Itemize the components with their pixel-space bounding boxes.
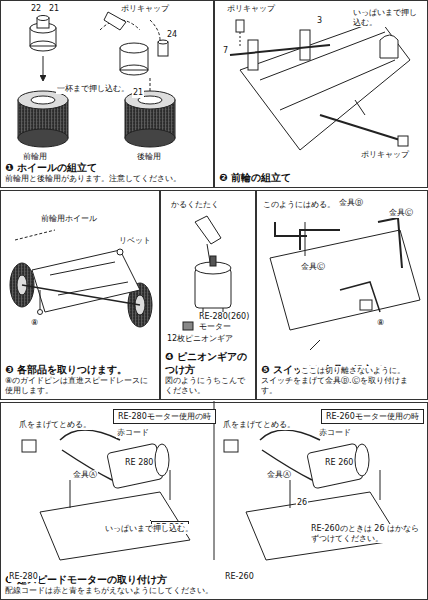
step-title: ❸ 各部品を取りつけます。: [5, 364, 155, 377]
callout-label: ポリキャップ: [360, 150, 410, 160]
callout-label: リベット: [118, 236, 152, 246]
tag-box: RE-260モーター使用の時: [321, 409, 424, 424]
callout-label: 金具Ⓐ: [266, 470, 292, 480]
callout-label: 3: [316, 16, 323, 26]
callout-label: RE-260: [224, 572, 255, 582]
step-title: ❹ ピニオンギアのつけ方: [165, 351, 251, 376]
callout-label: 後輪用: [136, 152, 162, 162]
callout-label: 爪をまげてとめる。: [222, 420, 296, 430]
callout-label: ここは切り離さないように。: [300, 366, 406, 376]
step-caption: ❻ 超スピードモーターの取り付け方配線コードは赤と青をまちがえないようにしてくだ…: [5, 574, 423, 597]
tag-box: RE-280モーター使用の時: [113, 409, 216, 424]
step-panel: ❻ 超スピードモーターの取り付け方配線コードは赤と青をまちがえないようにしてくだ…: [0, 402, 428, 600]
callout-label: 一杯まで押し込む。: [56, 84, 130, 94]
callout-label: RE 260: [324, 458, 354, 468]
step-note: 配線コードは赤と青をまちがえないようにしてください。: [5, 586, 423, 596]
step-caption: ❸ 各部品を取りつけます。⑧のガイドピンは直進スピードレースに使用します。: [5, 364, 155, 397]
step-note: 図のようにうちこんでください。: [165, 376, 251, 396]
step-panel: ❷ 前輪の組立て: [214, 0, 428, 188]
callout-label: 金具Ⓐ: [72, 470, 98, 480]
step-title: ❶ ホイールの組立て: [5, 162, 209, 175]
callout-label: 赤コード: [318, 428, 352, 438]
tag-text: RE-260モーター使用の時: [326, 412, 419, 421]
callout-label: 7: [222, 46, 229, 56]
callout-label: 22: [30, 4, 42, 14]
step-caption: ❷ 前輪の組立て: [219, 172, 423, 185]
callout-label: いっぱいまで押し込む。: [104, 524, 194, 534]
step-note: ⑧のガイドピンは直進スピードレースに使用します。: [5, 376, 155, 396]
callout-label: 金具Ⓒ: [388, 208, 414, 218]
callout-label: RE-280: [8, 572, 39, 582]
callout-label: 爪をまげてとめる。: [18, 420, 92, 430]
callout-label: 26: [296, 498, 308, 508]
step-caption: ❹ ピニオンギアのつけ方図のようにうちこんでください。: [165, 351, 251, 396]
callout-label: 12枚ピニオンギア: [166, 334, 234, 344]
callout-label: ⑧: [376, 318, 385, 328]
callout-label: ポリキャップ: [226, 4, 276, 14]
callout-label: このようにはめる。: [262, 200, 336, 210]
callout-label: RE-260のときは 26 はかならずつけてください。: [310, 524, 424, 543]
callout-label: ⑧: [30, 318, 39, 328]
step-note: 前輪用と後輪用があります。注意してください。: [5, 174, 209, 184]
tag-text: RE-280モーター使用の時: [118, 412, 211, 421]
step-note: スイッチをまげて金具Ⓑ.Ⓒを取り付けます。: [261, 376, 423, 396]
callout-label: いっぱいまで押し込む。: [352, 8, 424, 27]
callout-label: 24: [166, 30, 178, 40]
callout-label: 21: [48, 4, 60, 14]
callout-label: 前輪用ホイール: [40, 214, 98, 224]
callout-label: 金具Ⓑ: [338, 198, 364, 208]
callout-label: 金具Ⓒ: [300, 262, 326, 272]
callout-label: ポリキャップ: [120, 4, 170, 14]
callout-label: RE 280: [124, 458, 154, 468]
callout-label: 前輪用: [22, 152, 48, 162]
callout-label: 21: [132, 88, 144, 98]
callout-label: かるくたたく: [170, 200, 220, 210]
step-title: ❻ 超スピードモーターの取り付け方: [5, 574, 423, 587]
step-title: ❷ 前輪の組立て: [219, 172, 423, 185]
callout-label: 赤コード: [116, 428, 150, 438]
callout-label: RE-280(260) モーター: [198, 312, 254, 331]
step-caption: ❶ ホイールの組立て前輪用と後輪用があります。注意してください。: [5, 162, 209, 185]
step-panel: ❹ ピニオンギアのつけ方図のようにうちこんでください。: [160, 190, 256, 400]
